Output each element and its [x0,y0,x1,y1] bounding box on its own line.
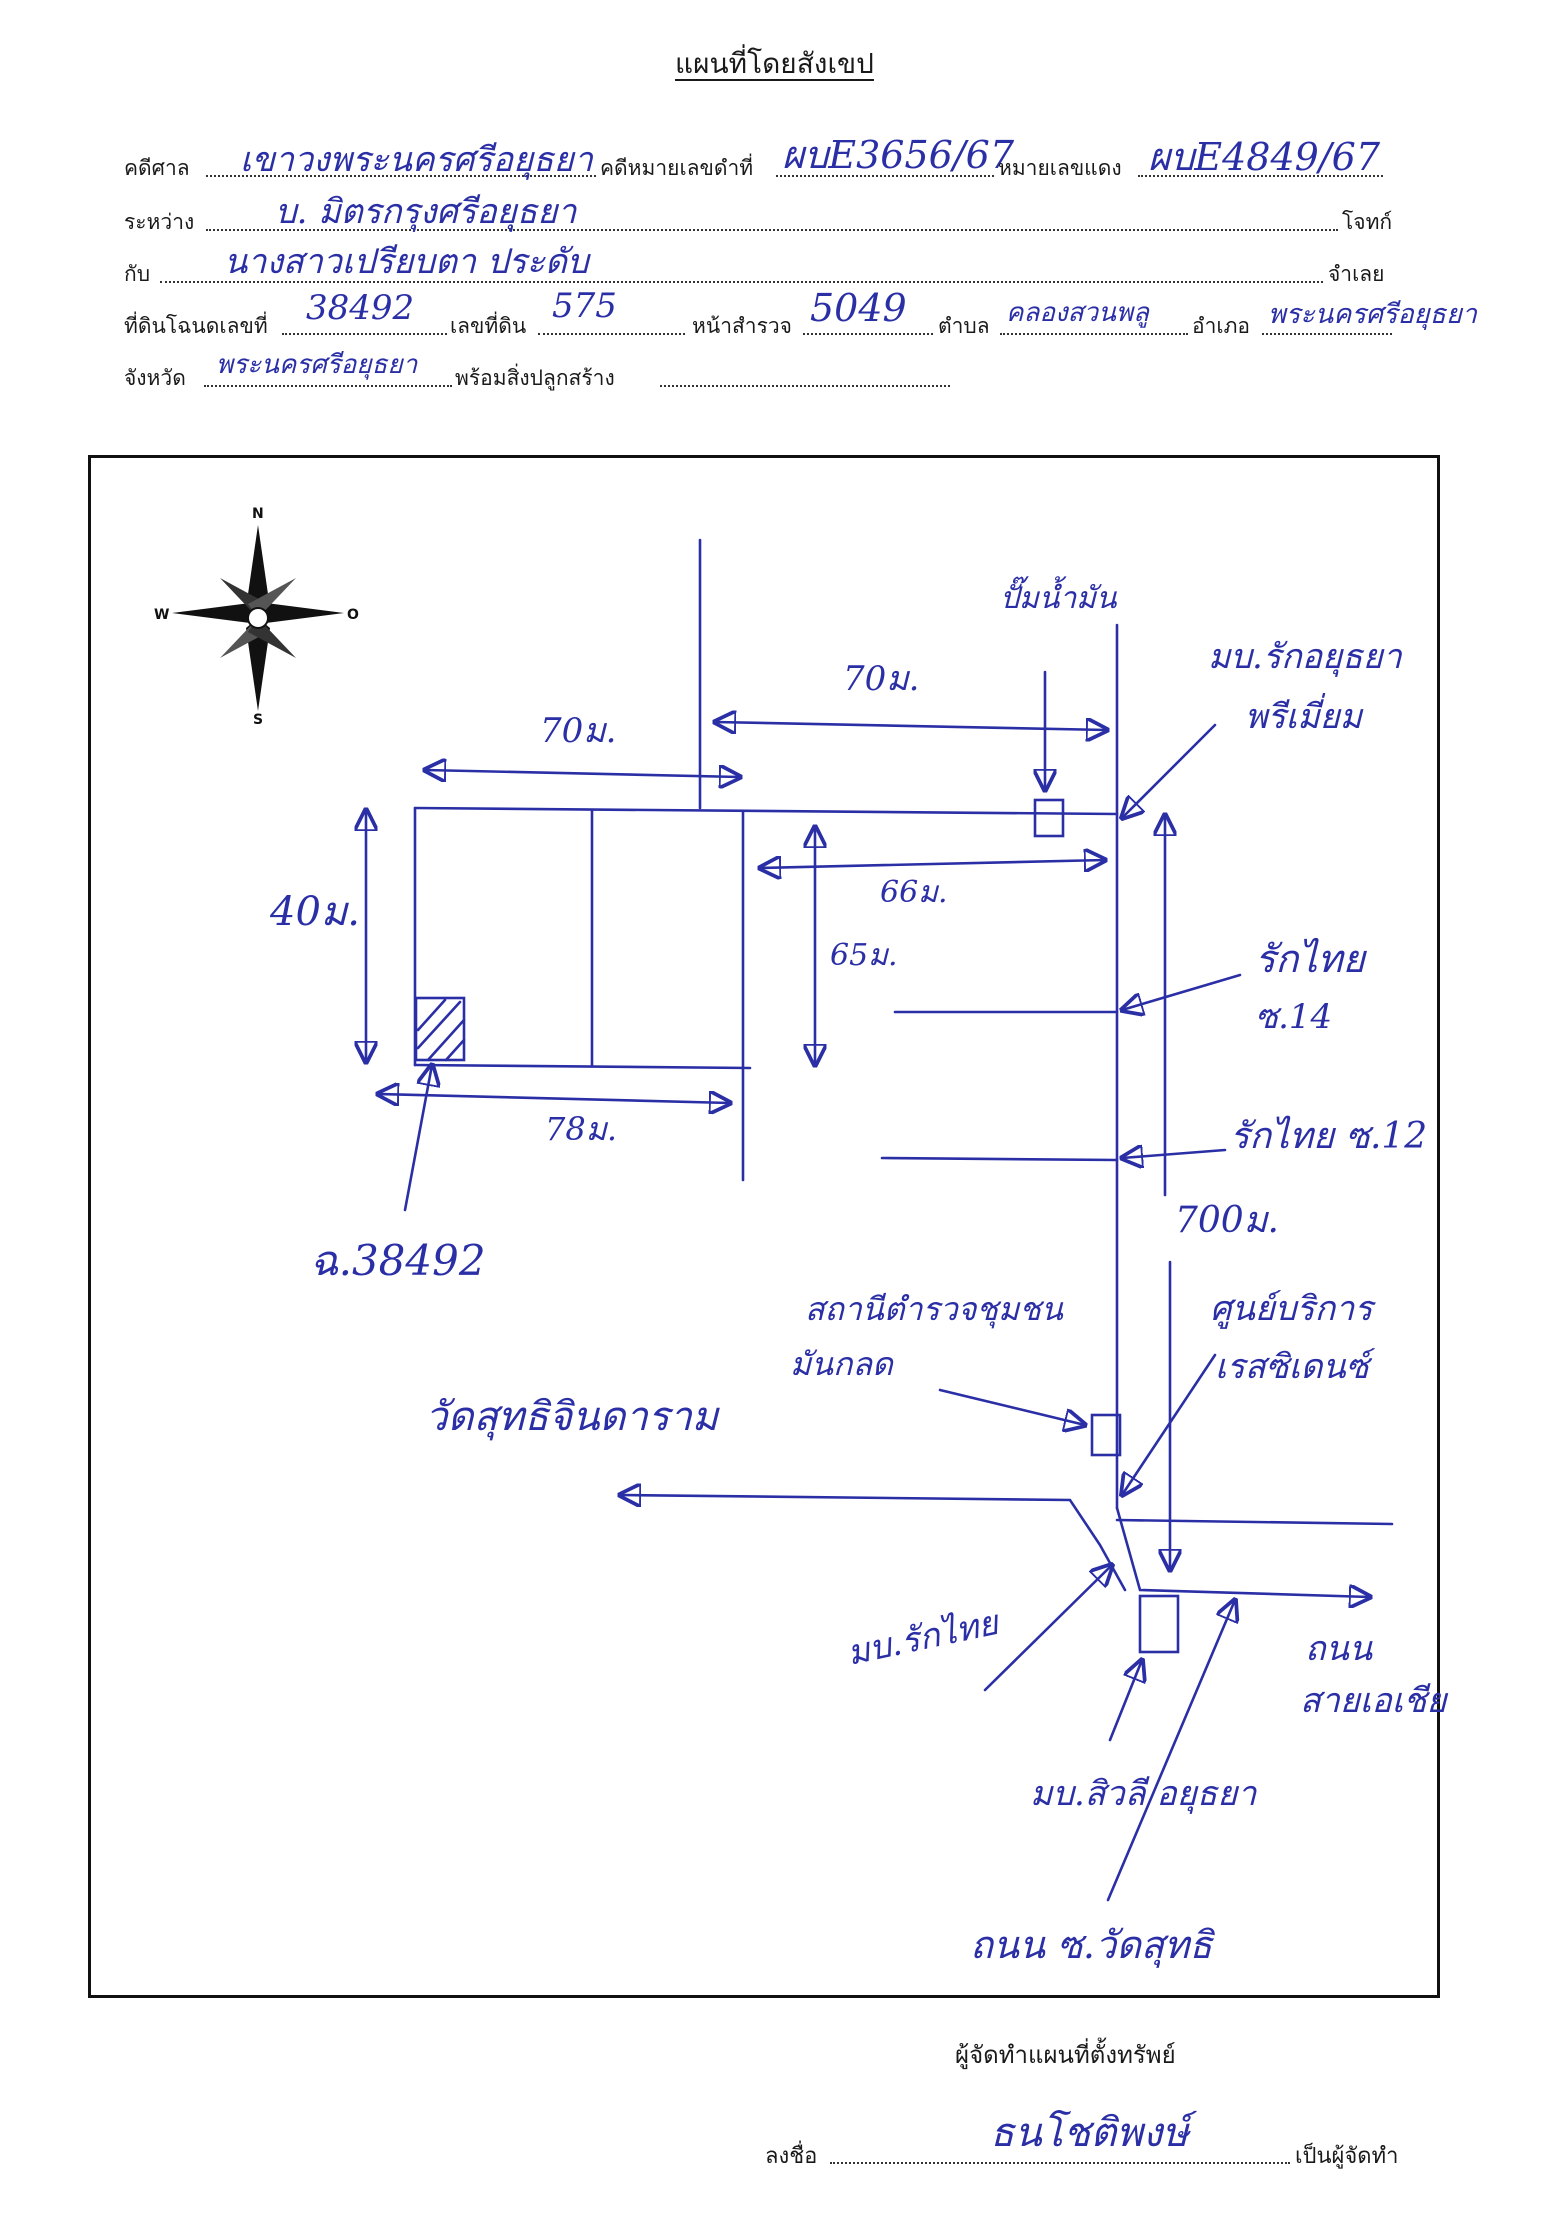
subdistrict-label: ตำบล [938,314,990,338]
district-value: พระนครศรีอยุธยา [1268,299,1477,330]
land-no-value: 575 [552,286,617,326]
village-box [1138,1594,1180,1654]
road-wat-label: ถนน ซ.วัดสุทธิ [970,1923,1215,1968]
black-case-label: คดีหมายเลขดำที่ [600,156,754,180]
soi-12-line [880,1156,1119,1162]
village-sawang-label: มบ.สิวลี อยุธยา [1030,1774,1257,1814]
soi-line [413,806,1119,816]
east-road-line [1115,1518,1394,1526]
police-station-label-1: สถานีตำรวจชุมชน [805,1290,1064,1329]
police-box [1090,1413,1122,1457]
deed-tag-label: ฉ.38492 [310,1236,486,1285]
village-rakthai-label: มบ.รักไทย [844,1602,1004,1673]
court-label: คดีศาล [124,156,190,180]
service-center-label-2: เรสซิเดนซ์ [1215,1347,1376,1387]
with-label: กับ [124,262,151,286]
compass-west: W [154,607,169,623]
dist-top-left-label: 70ม. [540,711,616,751]
maker-title: ผู้จัดทำแผนที่ตั้งทรัพย์ [955,2041,1176,2069]
red-case-value: ผบE4849/67 [1148,135,1380,179]
defendant-value: นางสาวเปรียบตา ประดับ [224,242,589,282]
sign-label: ลงชื่อ [765,2144,818,2169]
province-value: พระนครศรีอยุธยา [216,350,418,380]
deed-line [282,333,447,335]
deed-value: 38492 [306,288,415,328]
between-label: ระหว่าง [124,210,195,234]
dist-bottom-label: 78ม. [545,1110,617,1148]
buildings-line [660,385,950,387]
document-title: แผนที่โดยสังเขป [675,47,874,80]
land-no-line [538,333,685,335]
compass-south: S [253,712,263,728]
compass-north: N [252,506,264,522]
survey-line [803,333,933,335]
land-no-label: เลขที่ดิน [450,314,527,338]
police-station-label-2: มันกลด [790,1345,895,1383]
plaintiff-value: บ. มิตรกรุงศรีอยุธยา [275,192,577,232]
compass-east: O [347,607,359,623]
role-label: เป็นผู้จัดทำ [1295,2144,1399,2169]
asia-highway-line [1115,1506,1370,1597]
deed-label: ที่ดินโฉนดเลขที่ [124,314,268,338]
subdistrict-value: คลองสวนพลู [1006,298,1149,328]
village-premium-label-1: มบ.รักอยุธยา [1208,637,1403,677]
district-label: อำเภอ [1192,314,1251,338]
defendant-role: จำเลย [1328,262,1385,286]
survey-value: 5049 [810,286,907,330]
temple-road-line [620,1495,1127,1592]
court-value: เขาวงพระนครศรีอยุธยา [240,140,593,180]
subject-land-box [414,996,466,1062]
survey-label: หน้าสำรวจ [692,314,792,338]
dist-long-label: 700ม. [1175,1200,1279,1241]
dist-height-label: 65ม. [830,938,898,973]
with-line [160,281,1323,283]
red-case-line [1138,175,1383,177]
temple-label: วัดสุทธิจินดาราม [425,1394,721,1441]
pump-label: ปั๊มน้ำมัน [1000,576,1118,616]
compass-rose [172,525,344,711]
buildings-label: พร้อมสิ่งปลูกสร้าง [455,366,615,390]
court-line [206,175,596,177]
between-line [206,229,1338,231]
road-asia-label-2: สายเอเชีย [1300,1681,1449,1721]
signer-signature: ธนโชติพงษ์ [990,2110,1189,2156]
black-case-line [776,175,994,177]
rakthai-s14-label-2: ซ.14 [1255,997,1332,1037]
district-line [1262,333,1392,335]
service-center-label-1: ศูนย์บริการ [1210,1289,1376,1329]
province-line [204,385,452,387]
plot-south-line [413,1063,752,1070]
black-case-value: ผบE3656/67 [782,133,1014,177]
sign-line [830,2162,1290,2164]
subdistrict-line [1000,333,1188,335]
village-premium-label-2: พรีเมี่ยม [1245,693,1364,737]
dist-top-right-label: 70ม. [843,659,919,699]
dist-inner-label: 66ม. [880,875,948,910]
rakthai-s14-label-1: รักไทย [1255,937,1368,981]
map-frame [88,455,1440,1998]
road-asia-label-1: ถนน [1305,1629,1373,1669]
dist-left-height-label: 40ม. [269,889,360,935]
red-case-label: หมายเลขแดง [998,156,1122,180]
province-label: จังหวัด [124,366,186,390]
plaintiff-role: โจทก์ [1342,210,1393,234]
rakthai-s12-label: รักไทย ซ.12 [1230,1115,1427,1157]
pump-box [1033,798,1065,838]
